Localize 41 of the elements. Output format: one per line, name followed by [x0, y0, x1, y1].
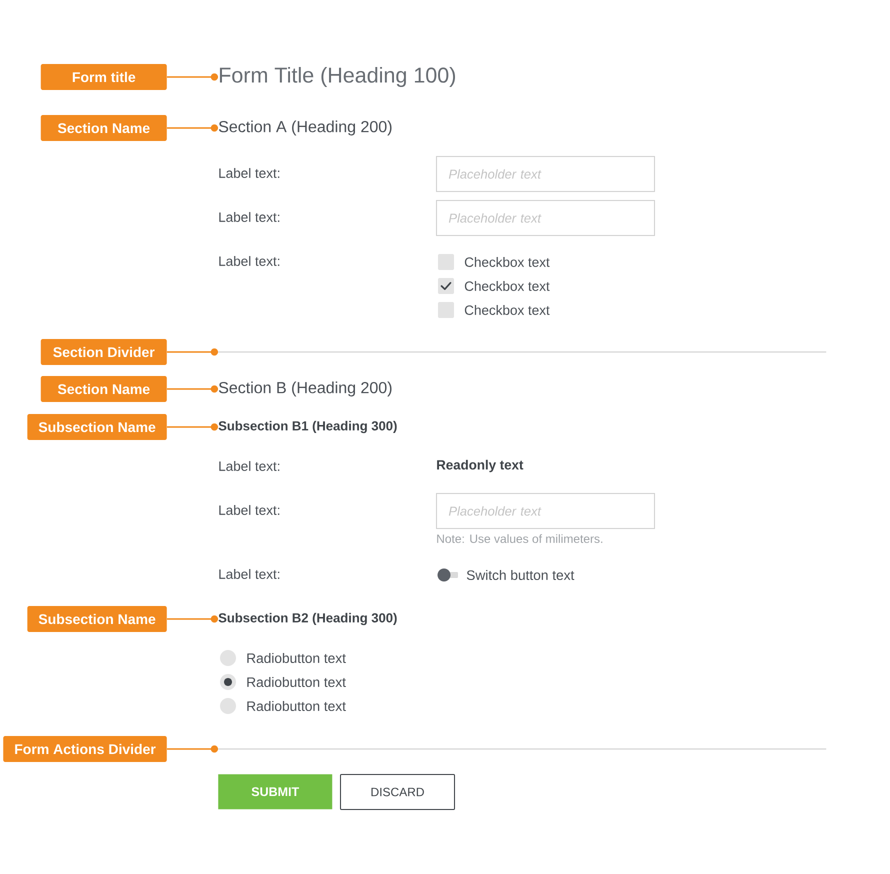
discard-button: DISCARD	[340, 774, 455, 810]
callout-label: Subsection Name	[27, 414, 167, 440]
readonly-text: Readonly text	[437, 460, 524, 472]
input-field: Placeholder text	[436, 200, 655, 236]
checkbox-label: Checkbox text	[464, 281, 550, 291]
submit-button: SUBMIT	[218, 774, 332, 810]
subsection-heading: Subsection B2 (Heading 300)	[218, 612, 397, 626]
hint-text: Note: Use values of milimeters.	[437, 534, 602, 543]
callout-label: Section Name	[40, 115, 167, 141]
callout-label: Section Name	[40, 376, 167, 402]
callout-label: Section Divider	[40, 339, 167, 365]
leader-line	[167, 745, 218, 753]
form-title: Form Title (Heading 100)	[220, 66, 456, 88]
leader-line	[167, 348, 218, 356]
field-label: Label text:	[219, 168, 280, 178]
input-field: Placeholder text	[436, 156, 655, 192]
switch-label: Switch button text	[466, 570, 574, 580]
field-label: Label text:	[219, 505, 280, 515]
field-label: Label text:	[219, 461, 280, 471]
input-field: Placeholder text	[436, 493, 655, 529]
field-label: Label text:	[219, 212, 280, 222]
leader-line	[167, 385, 218, 393]
radio-label: Radiobutton text	[247, 652, 346, 664]
callout-label: Form Actions Divider	[3, 736, 167, 762]
field-label: Label text:	[219, 569, 280, 579]
field-label: Label text:	[219, 256, 280, 266]
callout-label: Form title	[40, 64, 167, 90]
callout-label: Subsection Name	[27, 606, 167, 632]
section-heading: Section B (Heading 200)	[218, 382, 392, 396]
leader-line	[167, 423, 218, 431]
checkbox-label: Checkbox text	[464, 257, 550, 267]
radio-label: Radiobutton text	[247, 676, 346, 688]
section-heading: Section A (Heading 200)	[218, 120, 392, 136]
divider-line	[218, 748, 826, 750]
leader-line	[167, 124, 218, 132]
divider-line	[218, 351, 826, 353]
leader-line	[167, 615, 218, 623]
radio-label: Radiobutton text	[247, 700, 346, 712]
subsection-heading: Subsection B1 (Heading 300)	[218, 420, 397, 434]
checkbox-label: Checkbox text	[464, 305, 550, 315]
leader-line	[167, 73, 218, 81]
